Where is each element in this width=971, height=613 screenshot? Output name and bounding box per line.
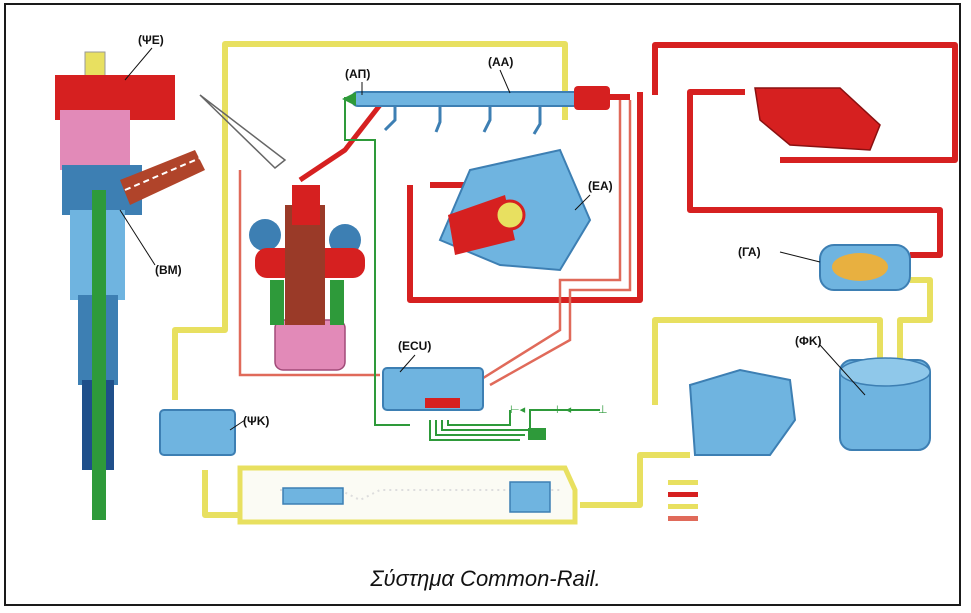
supply-pump (840, 358, 930, 450)
label-aa: (ΑΑ) (488, 55, 513, 69)
fuel-cooler (160, 410, 235, 455)
label-ap: (ΑΠ) (345, 67, 370, 81)
fuel-tank (240, 468, 575, 522)
common-rail (342, 86, 610, 134)
tank-filter (510, 482, 550, 512)
label-bm: (ΒΜ) (155, 263, 182, 277)
svg-text:⊥: ⊥ (598, 404, 608, 416)
svg-text:⊢◂: ⊢◂ (510, 404, 526, 416)
caption: Σύστημα Common-Rail. (0, 566, 971, 592)
label-pse: (ΨΕ) (138, 33, 164, 47)
svg-text:⊢◂: ⊢◂ (556, 404, 572, 416)
tank-fuel-pump (283, 488, 343, 504)
high-pressure-pump (440, 150, 590, 270)
label-ecu: (ECU) (398, 339, 431, 353)
fuel-filter (820, 245, 910, 290)
label-ea: (ΕΑ) (588, 179, 613, 193)
pressure-regulator (755, 88, 880, 150)
ecu (383, 368, 483, 410)
label-psk: (ΨΚ) (243, 414, 269, 428)
label-fk: (ΦΚ) (795, 334, 822, 348)
label-ga: (ΓΑ) (738, 245, 761, 259)
engine-block-module (690, 370, 795, 455)
legend-stripes (668, 480, 698, 521)
